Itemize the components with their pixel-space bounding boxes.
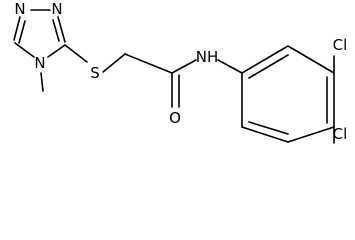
- atom-n-ring-right: N: [51, 0, 62, 18]
- bond-ring-c2-c3: [287, 45, 335, 74]
- bond-c3-n4: [47, 44, 66, 58]
- bond-ring-c1-c2: [241, 45, 289, 74]
- bond-ch2-co: [124, 53, 173, 74]
- bond-n4-c5: [14, 42, 35, 58]
- atom-amide-nh: NH: [196, 48, 219, 66]
- molecule-structure-diagram: N N N S O NH Cl Cl: [13, 0, 347, 144]
- atom-chlorine-top: Cl: [333, 36, 348, 54]
- atom-n-ring-top: N: [14, 0, 25, 18]
- bond-c5-n1-double: [18, 20, 26, 44]
- bond-c5-n1: [13, 16, 21, 41]
- bond-ring-c5-c6-double: [248, 121, 289, 135]
- bond-lines: [13, 9, 335, 144]
- atom-chlorine-bottom: Cl: [333, 125, 348, 143]
- atom-oxygen: O: [169, 109, 181, 127]
- bond-nh-ring: [217, 59, 243, 74]
- bond-ring-c5-c6: [241, 126, 289, 143]
- bond-co-nh: [171, 59, 197, 74]
- bond-n2-c3: [57, 16, 66, 43]
- atom-labels: N N N S O NH Cl Cl: [14, 0, 347, 143]
- bond-c3-s: [64, 44, 88, 63]
- atom-n-ring-methyl: N: [34, 54, 45, 72]
- bond-s-ch2: [102, 53, 126, 73]
- atom-sulfur: S: [90, 64, 100, 82]
- bond-n2-c3-double: [52, 19, 60, 42]
- bond-ring-c1-c2-double: [248, 54, 289, 79]
- bond-ring-c4-c5: [287, 126, 335, 143]
- bond-n4-methyl: [40, 72, 44, 92]
